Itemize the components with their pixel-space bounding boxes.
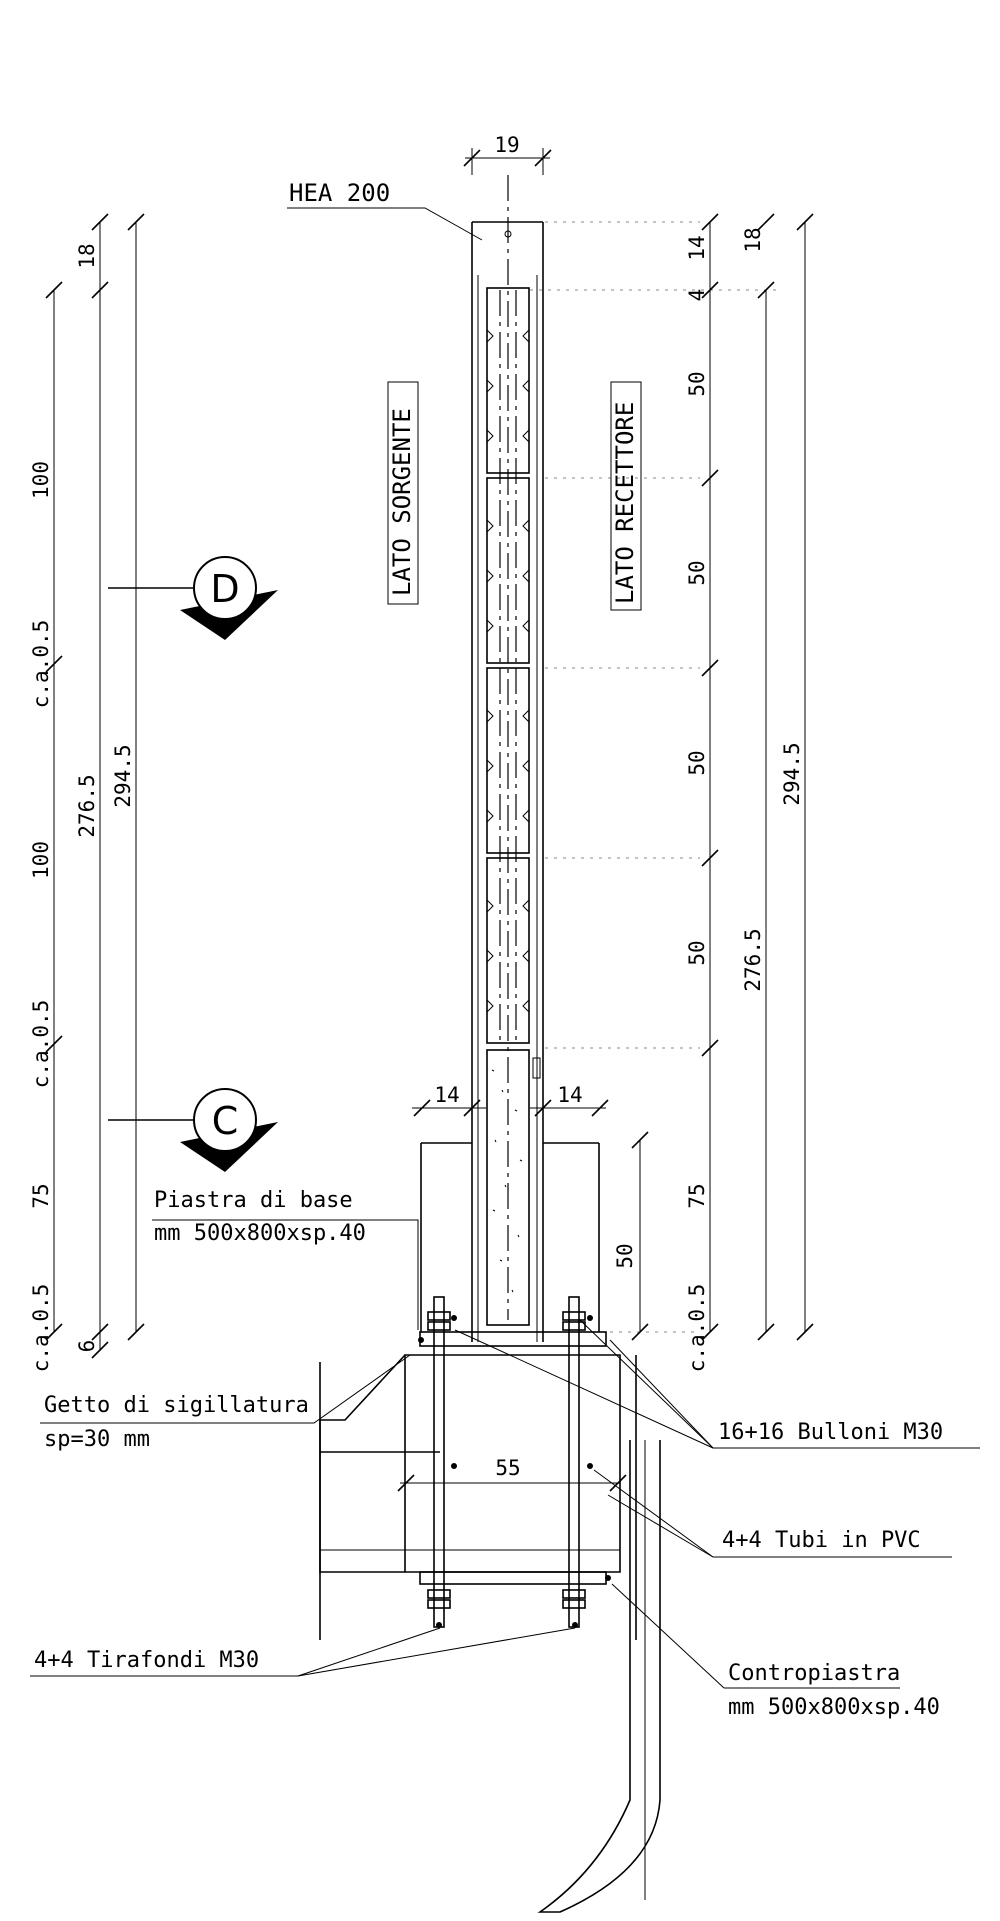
section-d-letter: D (210, 567, 239, 611)
dim-right-panel-4: 50 (685, 940, 709, 965)
dim-left-276: 276.5 (75, 774, 99, 837)
lato-recettore-label: LATO RECETTORE (611, 402, 639, 604)
dim-left-100-bottom: 100 (29, 841, 53, 879)
tubi-label: 4+4 Tubi in PVC (722, 1528, 921, 1553)
section-marker-d: D (108, 556, 278, 640)
dim-base-width: 55 (495, 1456, 520, 1480)
section-c-letter: C (212, 1099, 239, 1143)
lato-sorgente-box: LATO SORGENTE (387, 381, 419, 605)
dim-left-ca-mid: c.a.0.5 (29, 1000, 53, 1089)
dim-right-75: 75 (685, 1183, 709, 1208)
dim-right-276: 276.5 (741, 928, 765, 991)
left-dimension-texts: 18 100 c.a.0.5 100 c.a.0.5 75 c.a.0.5 6 … (29, 243, 135, 1372)
getto-spec: sp=30 mm (44, 1427, 150, 1452)
bulloni-label: 16+16 Bulloni M30 (718, 1420, 943, 1445)
piastra-title: Piastra di base (154, 1188, 353, 1213)
dim-right-294: 294.5 (780, 742, 804, 805)
dim-left-75: 75 (29, 1183, 53, 1208)
dim-plinth-height: 50 (613, 1243, 637, 1268)
plinth-outline (420, 1142, 600, 1332)
dim-right-ca: c.a.0.5 (685, 1284, 709, 1373)
dim-flange-right: 14 (557, 1083, 582, 1107)
leader-lines (30, 207, 980, 1689)
acoustic-panels (486, 287, 530, 1044)
dim-flange-left: 14 (434, 1083, 459, 1107)
dim-left-ca-bottom: c.a.0.5 (29, 1284, 53, 1373)
section-marker-c: C (108, 1088, 278, 1172)
anchor-bolts (418, 1296, 611, 1628)
dim-right-14: 14 (685, 235, 709, 260)
getto-title: Getto di sigillatura (44, 1393, 309, 1418)
dim-left-294: 294.5 (111, 744, 135, 807)
horizontal-dimension-lines (397, 148, 627, 1492)
left-dimension-lines (45, 213, 145, 1359)
base-plate (419, 1331, 607, 1347)
right-dimension-texts: 14 18 4 50 50 50 50 75 c.a.0.5 276.5 294… (685, 227, 804, 1372)
dim-right-4: 4 (685, 289, 709, 302)
right-dimension-lines (631, 213, 814, 1341)
steel-column (471, 175, 544, 1342)
dim-left-ca-top: c.a.0.5 (29, 620, 53, 709)
lato-sorgente-label: LATO SORGENTE (388, 408, 416, 596)
dim-right-panel-3: 50 (685, 750, 709, 775)
profile-label: HEA 200 (289, 179, 390, 207)
contropiastra-spec: mm 500x800xsp.40 (728, 1695, 940, 1720)
dim-left-18: 18 (75, 243, 99, 268)
dim-top-width: 19 (494, 133, 519, 157)
dim-right-panel-2: 50 (685, 560, 709, 585)
lato-recettore-box: LATO RECETTORE (610, 381, 642, 611)
dim-left-100-top: 100 (29, 461, 53, 499)
foundation-beam (319, 1354, 637, 1640)
dim-right-panel-1: 50 (685, 371, 709, 396)
piastra-spec: mm 500x800xsp.40 (154, 1221, 366, 1246)
contropiastra-title: Contropiastra (728, 1661, 900, 1686)
concrete-base-panel (486, 1049, 541, 1326)
dim-right-18: 18 (741, 227, 765, 252)
tirafondi-label: 4+4 Tirafondi M30 (34, 1648, 259, 1673)
curved-anchor-plate (537, 1440, 661, 1913)
level-reference-lines (530, 221, 780, 1333)
dim-left-6: 6 (75, 1340, 99, 1353)
